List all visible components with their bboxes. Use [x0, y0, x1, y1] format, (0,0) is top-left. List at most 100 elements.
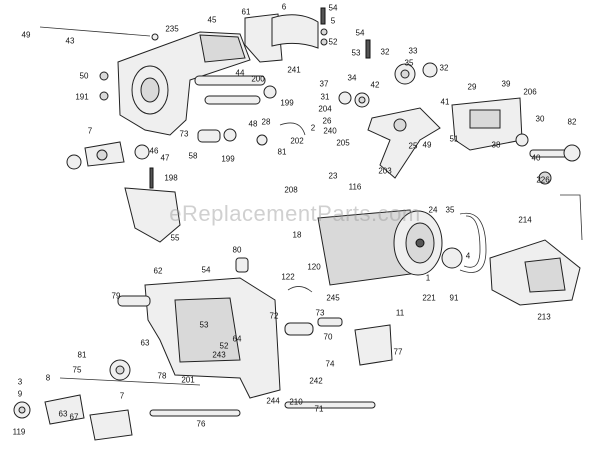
- callout-3: 3: [17, 377, 23, 387]
- callout-72: 72: [269, 311, 279, 321]
- callout-52-b: 52: [219, 341, 229, 351]
- callout-241: 241: [287, 65, 301, 75]
- callout-208: 208: [284, 185, 298, 195]
- callout-23: 23: [328, 171, 338, 181]
- callout-44: 44: [235, 68, 245, 78]
- callout-63-b: 63: [58, 409, 68, 419]
- callout-24: 24: [428, 205, 438, 215]
- callout-55: 55: [170, 233, 180, 243]
- callout-8: 8: [45, 373, 51, 383]
- callout-70: 70: [323, 332, 333, 342]
- callout-26: 26: [322, 116, 332, 126]
- callout-120: 120: [307, 262, 321, 272]
- callout-198: 198: [164, 173, 178, 183]
- callout-116: 116: [348, 182, 362, 192]
- callout-43: 43: [65, 36, 75, 46]
- callout-1: 1: [425, 273, 431, 283]
- callout-81: 81: [277, 147, 287, 157]
- callout-45: 45: [207, 15, 217, 25]
- callout-53-b: 53: [199, 320, 209, 330]
- callout-61: 61: [241, 7, 251, 17]
- callout-213: 213: [537, 312, 551, 322]
- callout-58: 58: [188, 151, 198, 161]
- callout-38: 38: [491, 140, 501, 150]
- callout-204: 204: [318, 104, 332, 114]
- callout-226: 226: [536, 175, 550, 185]
- callout-50: 50: [79, 71, 89, 81]
- callout-35-b: 35: [445, 205, 455, 215]
- callout-42: 42: [370, 80, 380, 90]
- callout-82: 82: [567, 117, 577, 127]
- callout-49-b: 49: [422, 140, 432, 150]
- callout-221: 221: [422, 293, 436, 303]
- callout-62: 62: [153, 266, 163, 276]
- callout-199-b: 199: [221, 154, 235, 164]
- watermark: eReplacementParts.com: [169, 201, 421, 226]
- callout-73-b: 73: [315, 308, 325, 318]
- callout-191: 191: [75, 92, 89, 102]
- callout-35: 35: [404, 58, 414, 68]
- callout-11: 11: [395, 308, 405, 318]
- callout-200: 200: [251, 74, 265, 84]
- callout-37: 37: [319, 79, 329, 89]
- callout-32: 32: [380, 47, 390, 57]
- callout-52: 52: [328, 37, 338, 47]
- callout-244: 244: [266, 396, 280, 406]
- callout-32-b: 32: [439, 63, 449, 73]
- callout-49: 49: [21, 30, 31, 40]
- callout-210: 210: [289, 397, 303, 407]
- callout-48: 48: [248, 119, 258, 129]
- callout-79: 79: [111, 291, 121, 301]
- callout-29: 29: [467, 82, 477, 92]
- callout-31: 31: [320, 92, 330, 102]
- callout-80: 80: [232, 245, 242, 255]
- callout-214: 214: [518, 215, 532, 225]
- callout-18: 18: [292, 230, 302, 240]
- callout-7: 7: [87, 126, 93, 136]
- callout-73: 73: [179, 129, 189, 139]
- callout-242: 242: [309, 376, 323, 386]
- callout-240: 240: [323, 126, 337, 136]
- callout-63: 63: [140, 338, 150, 348]
- callout-4: 4: [465, 251, 471, 261]
- callout-78: 78: [157, 371, 167, 381]
- callout-77: 77: [393, 347, 403, 357]
- callout-202: 202: [290, 136, 304, 146]
- callout-245: 245: [326, 293, 340, 303]
- callout-25: 25: [408, 141, 418, 151]
- callout-6: 6: [281, 2, 287, 12]
- callout-53: 53: [351, 48, 361, 58]
- callout-34: 34: [347, 73, 357, 83]
- callout-243: 243: [212, 350, 226, 360]
- callout-51: 51: [449, 134, 459, 144]
- callout-5: 5: [330, 16, 336, 26]
- callout-64: 64: [232, 334, 242, 344]
- callout-67: 67: [69, 412, 79, 422]
- callout-76: 76: [196, 419, 206, 429]
- callout-119: 119: [12, 427, 26, 437]
- callout-206: 206: [523, 87, 537, 97]
- callout-203: 203: [378, 166, 392, 176]
- callout-39: 39: [501, 79, 511, 89]
- callout-46: 46: [149, 146, 159, 156]
- callout-122: 122: [281, 272, 295, 282]
- callout-199: 199: [280, 98, 294, 108]
- callout-9: 9: [17, 389, 23, 399]
- callout-71: 71: [314, 404, 324, 414]
- callout-30: 30: [535, 114, 545, 124]
- callout-205: 205: [336, 138, 350, 148]
- callout-28: 28: [261, 117, 271, 127]
- callout-201: 201: [181, 375, 195, 385]
- callout-47: 47: [160, 153, 170, 163]
- callout-75: 75: [72, 365, 82, 375]
- callout-33: 33: [408, 46, 418, 56]
- callout-41: 41: [440, 97, 450, 107]
- callout-81-b: 81: [77, 350, 87, 360]
- callout-7-b: 7: [119, 391, 125, 401]
- callout-2: 2: [310, 123, 316, 133]
- callout-54: 54: [328, 3, 338, 13]
- callout-74: 74: [325, 359, 335, 369]
- callout-235: 235: [165, 24, 179, 34]
